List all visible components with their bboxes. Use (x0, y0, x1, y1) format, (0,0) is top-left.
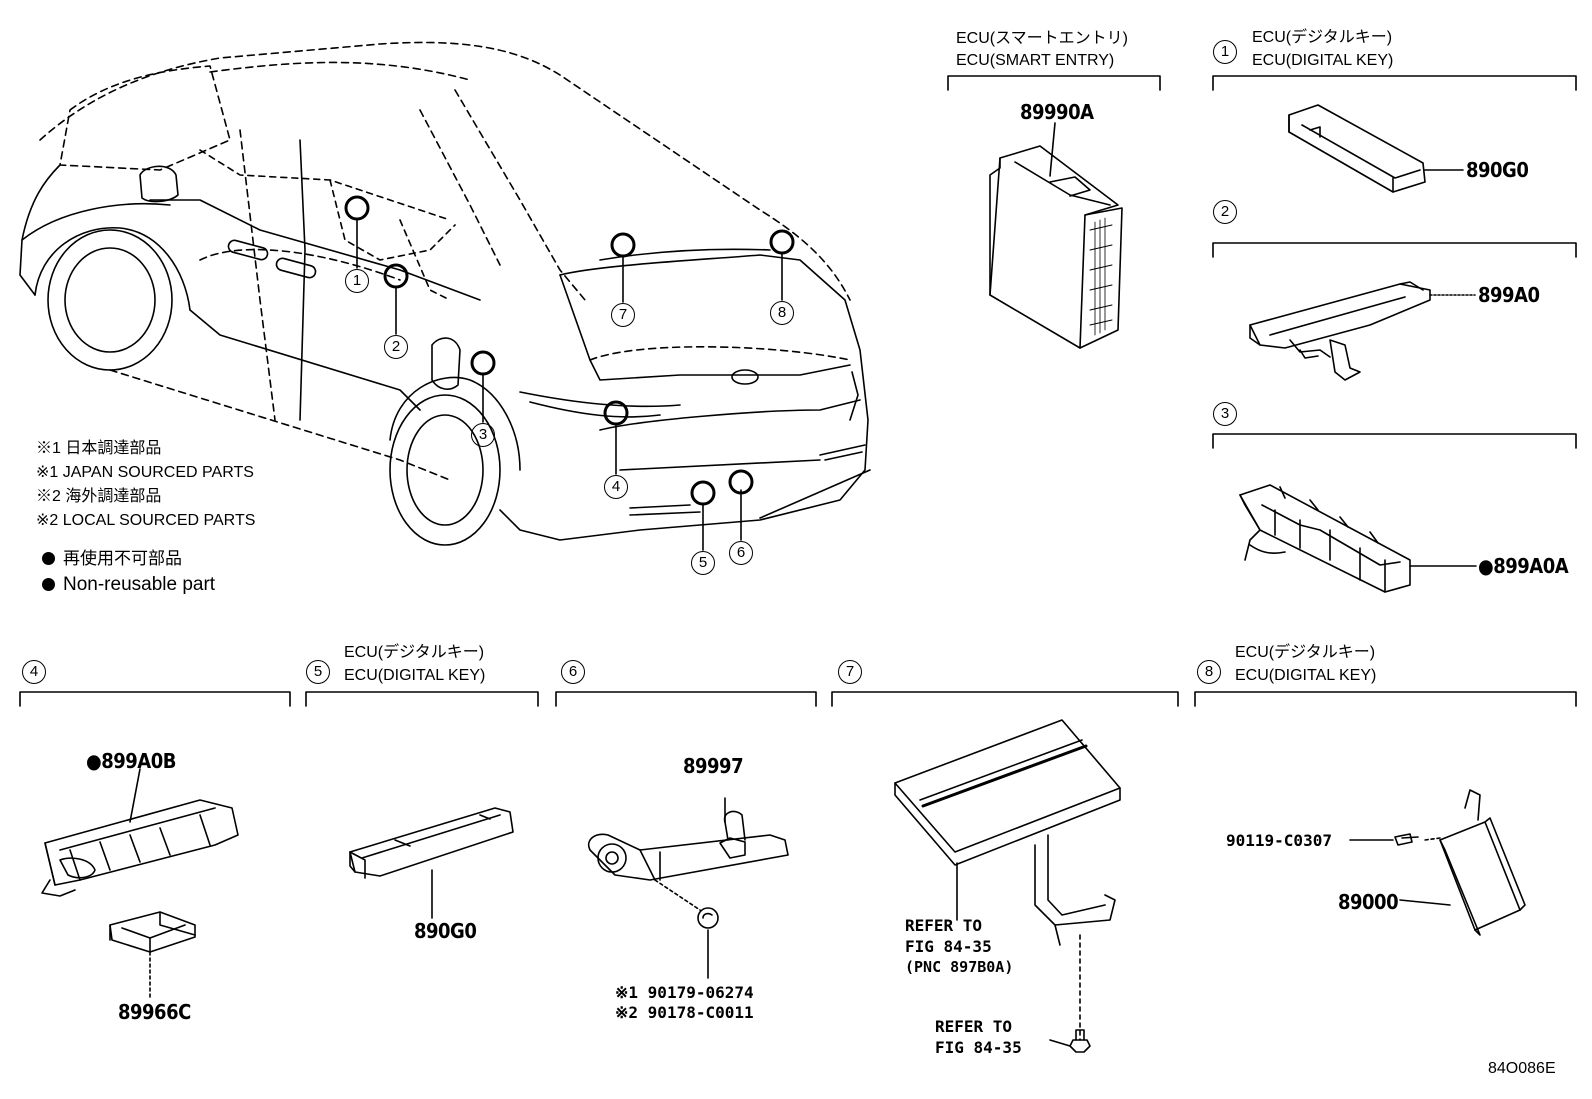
s5-title-jp: ECU(デジタルキー) (344, 644, 485, 661)
s7-drawing (894, 719, 1121, 1053)
s7-ref-b-line2: FIG 84-35 (935, 1038, 1022, 1057)
callout-rings (344, 195, 795, 506)
note-japan-sourced-en: ※1 JAPAN SOURCED PARTS (36, 464, 254, 481)
part-89966C: 89966C (118, 1000, 191, 1024)
s8-drawing (1349, 789, 1526, 936)
s2-drawing (1249, 281, 1476, 381)
part-89997: 89997 (683, 754, 744, 778)
callout-leaders (356, 219, 783, 551)
s4-drawing (41, 768, 239, 999)
part-890G0-s5: 890G0 (414, 919, 477, 943)
section-7-number: 7 (838, 660, 862, 684)
section-1-number: 1 (1213, 40, 1237, 64)
note-nonreusable-jp: 再使用不可部品 (42, 548, 182, 570)
s7-ref-a-line1: REFER TO (905, 916, 983, 935)
callout-8: 8 (770, 301, 794, 325)
section-6-number: 6 (561, 660, 585, 684)
note-nonreusable-jp-text: 再使用不可部品 (63, 549, 182, 568)
s3-drawing (1239, 484, 1477, 593)
note-local-sourced-jp: ※2 海外調達部品 (36, 488, 162, 505)
section-brackets (19, 75, 1577, 707)
s1-drawing (1288, 104, 1464, 193)
part-89000: 89000 (1338, 890, 1399, 914)
callout-2: 2 (384, 335, 408, 359)
note-japan-sourced-jp: ※1 日本調達部品 (36, 440, 162, 457)
part-90179-06274: ※1 90179-06274 (615, 983, 754, 1002)
part-90119-C0307: 90119-C0307 (1226, 831, 1332, 850)
smart-entry-title-jp: ECU(スマートエントリ) (956, 30, 1128, 47)
smart-entry-ecu-drawing (989, 122, 1123, 349)
callout-6: 6 (729, 541, 753, 565)
section-2-number: 2 (1213, 200, 1237, 224)
s6-drawing (588, 797, 789, 979)
figure-id: 84O086E (1488, 1060, 1556, 1077)
s5-drawing (349, 807, 514, 919)
note-nonreusable-en-text: Non-reusable part (63, 574, 216, 595)
s7-ref-b-line1: REFER TO (935, 1017, 1013, 1036)
note-nonreusable-en: Non-reusable part (42, 574, 215, 596)
callout-5: 5 (691, 551, 715, 575)
callout-4: 4 (604, 475, 628, 499)
callout-3: 3 (471, 423, 495, 447)
part-890G0-s1: 890G0 (1466, 158, 1529, 182)
s7-ref-a-line2: FIG 84-35 (905, 937, 992, 956)
part-89990A: 89990A (1020, 100, 1094, 124)
section-4-number: 4 (22, 660, 46, 684)
section-5-number: 5 (306, 660, 330, 684)
smart-entry-title-en: ECU(SMART ENTRY) (956, 52, 1115, 69)
note-local-sourced-en: ※2 LOCAL SOURCED PARTS (36, 512, 256, 529)
section-8-number: 8 (1197, 660, 1221, 684)
part-899A0: 899A0 (1478, 283, 1540, 307)
part-90178-C0011: ※2 90178-C0011 (615, 1003, 754, 1022)
s7-ref-a-line3: (PNC 897B0A) (905, 958, 1014, 976)
section-3-number: 3 (1213, 402, 1237, 426)
s5-title-en: ECU(DIGITAL KEY) (344, 667, 486, 684)
s8-title-jp: ECU(デジタルキー) (1235, 644, 1376, 661)
part-899A0A: ●899A0A (1478, 554, 1569, 578)
s8-title-en: ECU(DIGITAL KEY) (1235, 667, 1377, 684)
bullet-icon (42, 552, 55, 565)
s1-title-jp: ECU(デジタルキー) (1252, 29, 1393, 46)
callout-7: 7 (611, 303, 635, 327)
callout-1: 1 (345, 269, 369, 293)
part-899A0B: ●899A0B (86, 749, 176, 773)
s1-title-en: ECU(DIGITAL KEY) (1252, 52, 1394, 69)
bullet-icon (42, 578, 55, 591)
vehicle-outline (19, 41, 871, 546)
